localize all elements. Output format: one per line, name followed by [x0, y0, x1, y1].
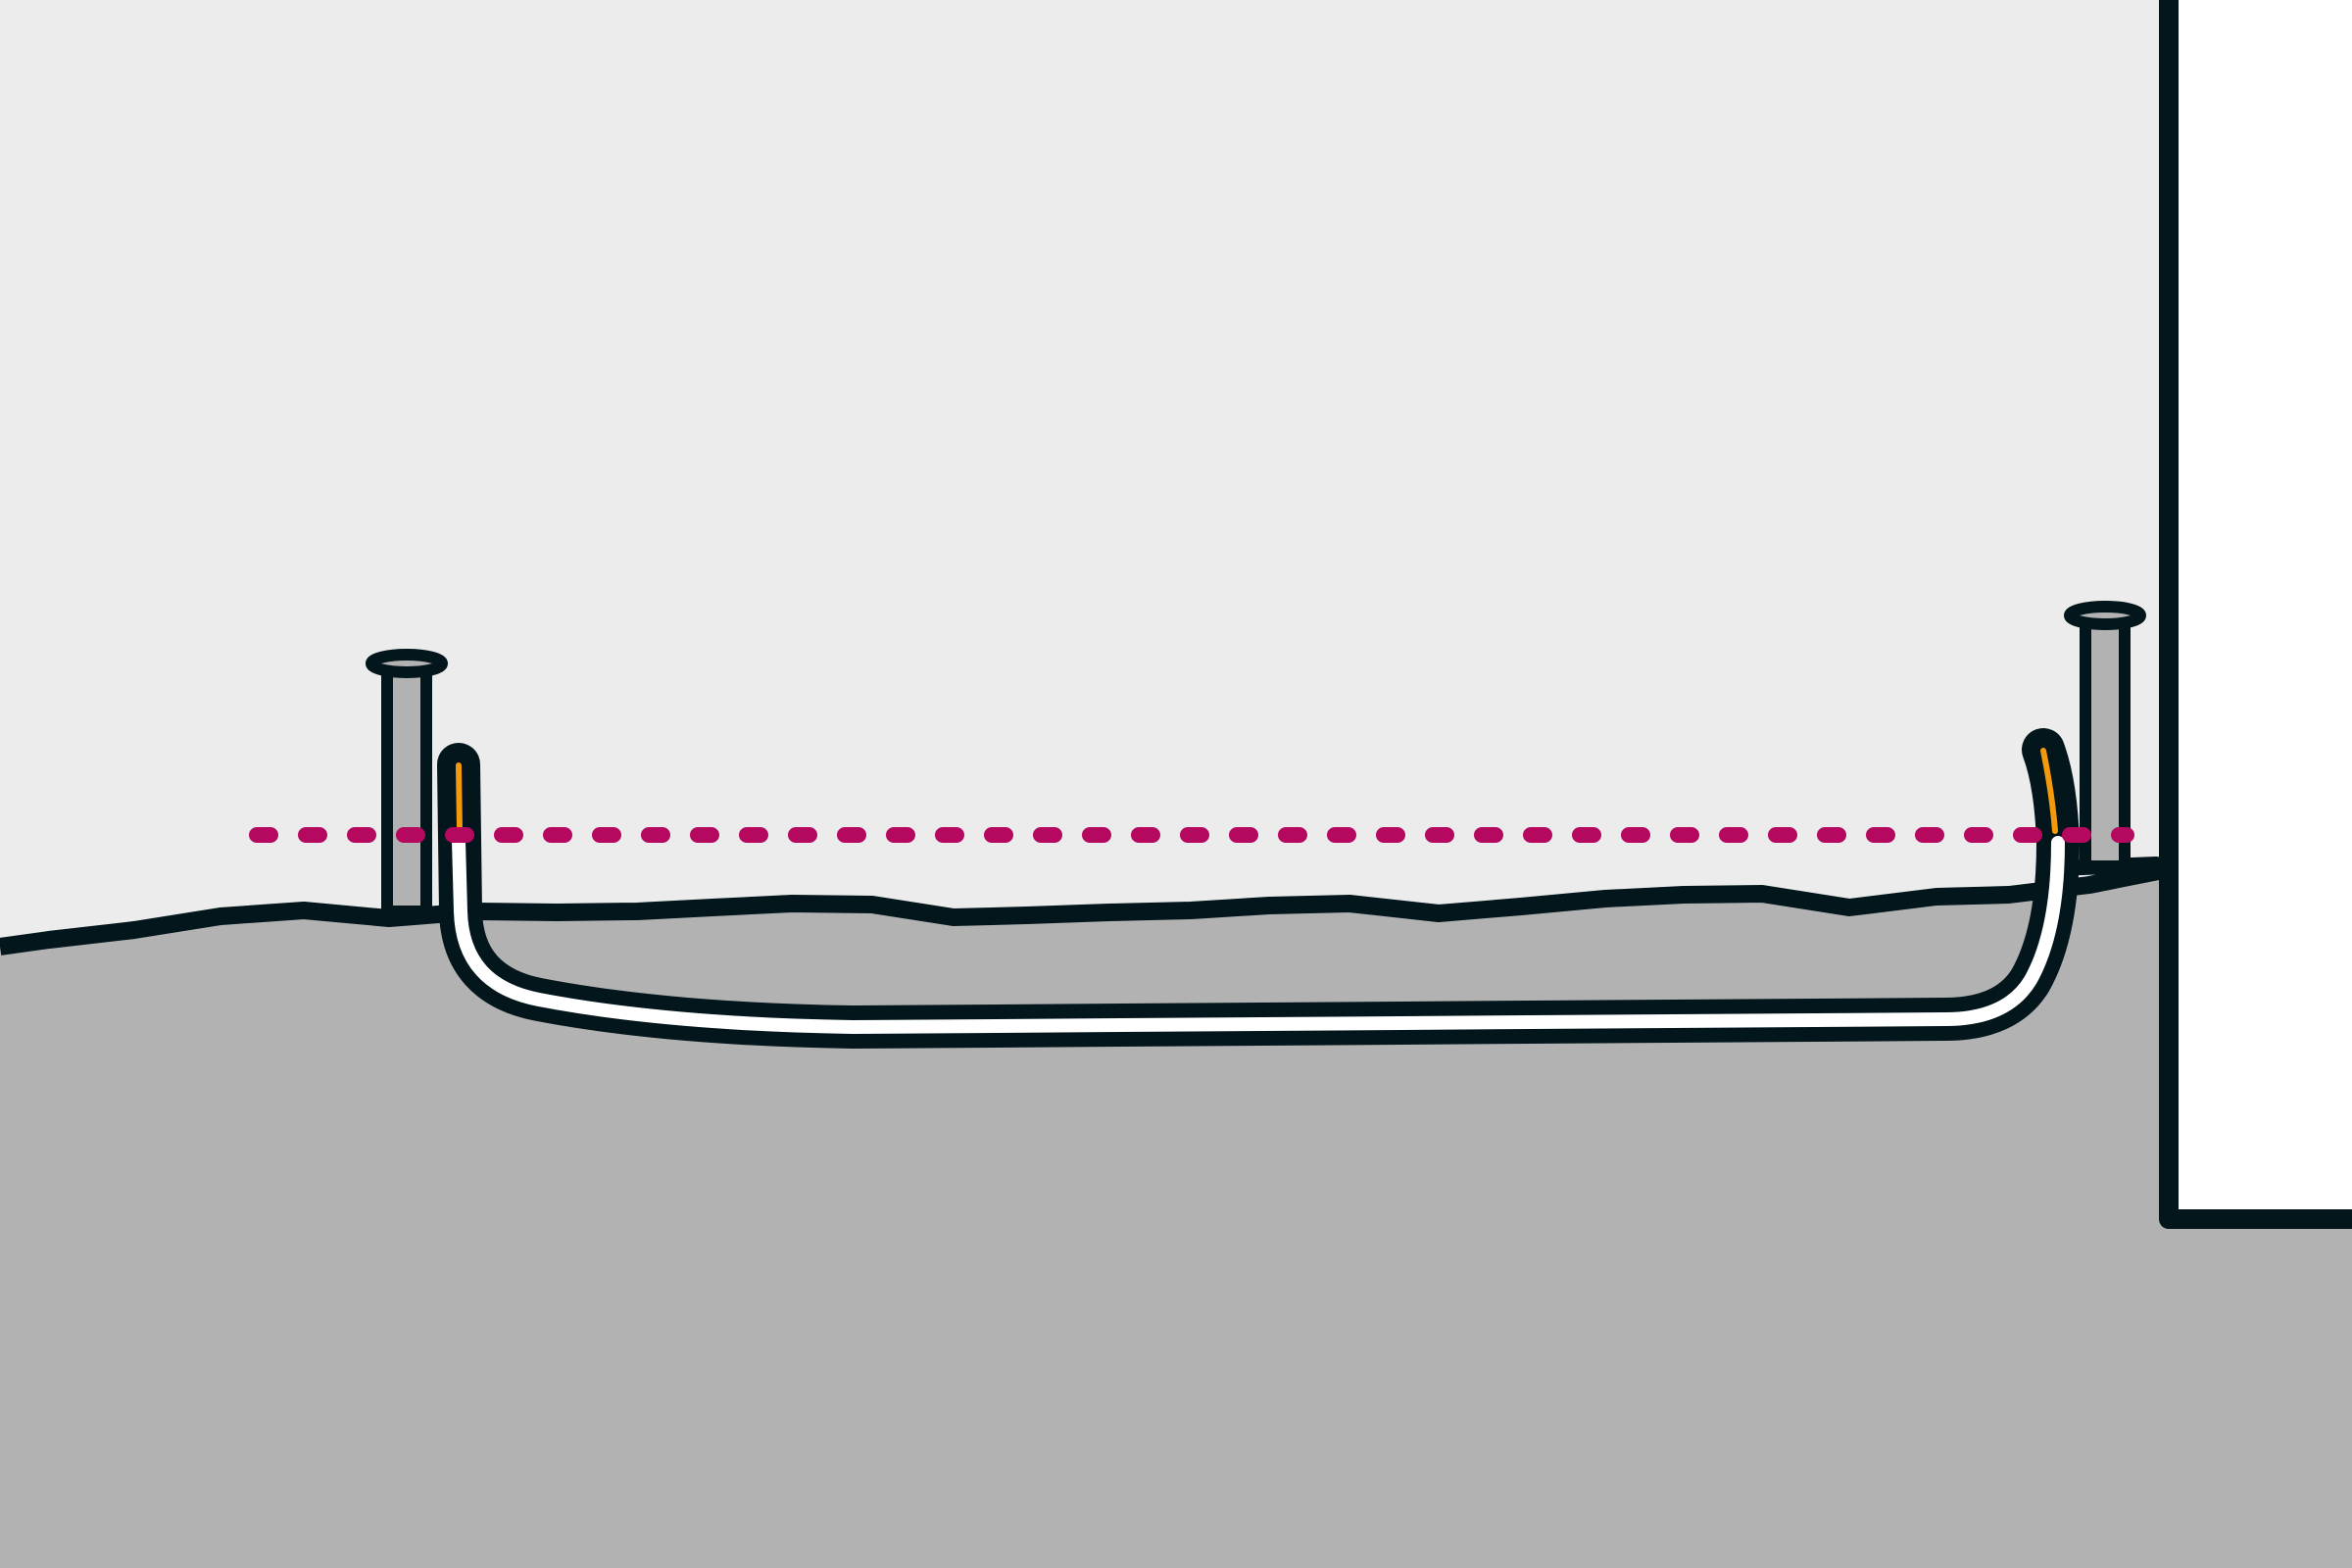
underground-pipe-inner — [452, 834, 2065, 1034]
tube-end-left — [456, 762, 463, 834]
post-right-cap — [2064, 601, 2146, 630]
ground-body — [0, 860, 2352, 1568]
terrain-surface-line — [0, 861, 2236, 956]
post-left — [381, 661, 432, 917]
post-left-cap — [366, 649, 448, 678]
tube-end-right — [2040, 748, 2058, 834]
building-wall — [2159, 0, 2352, 1229]
